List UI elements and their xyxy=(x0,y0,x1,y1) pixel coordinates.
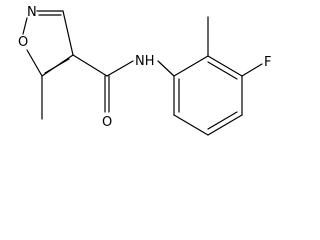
bond-nh-c1prime xyxy=(157,60,175,77)
bond-c4-carbonyl xyxy=(72,54,108,77)
ring-nitrogen-label: N xyxy=(27,5,37,20)
bond-c5-o1 xyxy=(26,49,43,77)
bond-o1-n2 xyxy=(22,17,28,35)
bond-c2-c3 xyxy=(207,55,243,77)
bond-c4-c5 xyxy=(207,114,243,136)
bond-c3-fluorine xyxy=(241,63,263,77)
bond-c1-c2 xyxy=(173,55,209,77)
bond-c3-c4 xyxy=(62,10,74,56)
bond-c5-c6 xyxy=(173,114,209,136)
fluorine-label: F xyxy=(264,55,271,70)
bond-c4-c5-inner xyxy=(44,58,70,74)
structure-diagram: O N O NH F xyxy=(18,5,271,136)
carbonyl-oxygen-label: O xyxy=(102,115,112,130)
ring-oxygen-label: O xyxy=(18,35,28,50)
bond-c2-c3-inner xyxy=(207,61,238,80)
amide-nh-label: NH xyxy=(135,54,155,69)
molecule-canvas: O N O NH F xyxy=(18,5,271,136)
bond-c4-c5-inner xyxy=(207,111,238,130)
bond-carbonyl-nh xyxy=(106,60,134,77)
